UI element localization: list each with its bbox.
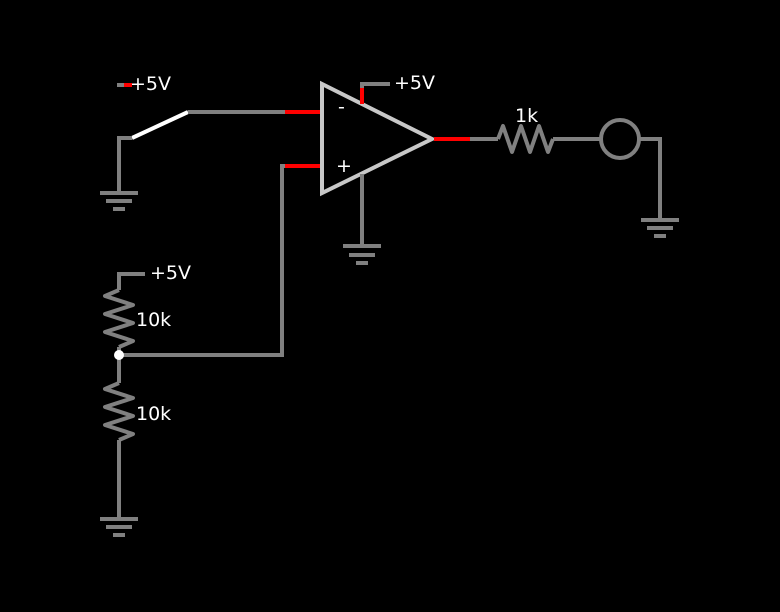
resistor-icon[interactable]: 10k	[103, 288, 171, 349]
ground-icon	[641, 218, 679, 238]
ground-icon	[100, 517, 138, 537]
opamp-supply-label: +5V	[394, 72, 435, 94]
opamp-supply[interactable]: +5V	[360, 72, 435, 104]
switch-icon[interactable]	[131, 110, 189, 140]
switch-supply[interactable]: +5V	[117, 73, 171, 95]
divider-bottom-resistor-label: 10k	[136, 403, 171, 425]
resistor-icon[interactable]: 10k	[103, 381, 171, 442]
ground-icon	[100, 191, 138, 211]
junction-dot-icon	[114, 350, 124, 360]
noninverting-input-wire[interactable]	[119, 164, 320, 357]
lamp-wire	[553, 137, 662, 220]
opamp-icon[interactable]: - +	[320, 80, 437, 197]
switch-supply-label: +5V	[130, 73, 171, 95]
divider-supply-label: +5V	[150, 262, 191, 284]
output-resistor-label: 1k	[515, 105, 538, 127]
opamp-noninverting-label: +	[336, 155, 352, 177]
divider-supply[interactable]: +5V	[117, 262, 191, 290]
ground-icon	[343, 244, 381, 265]
switch-ground-wire	[117, 136, 132, 193]
opamp-inverting-label: -	[338, 96, 345, 118]
divider-top-resistor-label: 10k	[136, 309, 171, 331]
lamp-icon[interactable]	[599, 118, 641, 160]
resistor-icon[interactable]: 1k	[496, 105, 555, 154]
